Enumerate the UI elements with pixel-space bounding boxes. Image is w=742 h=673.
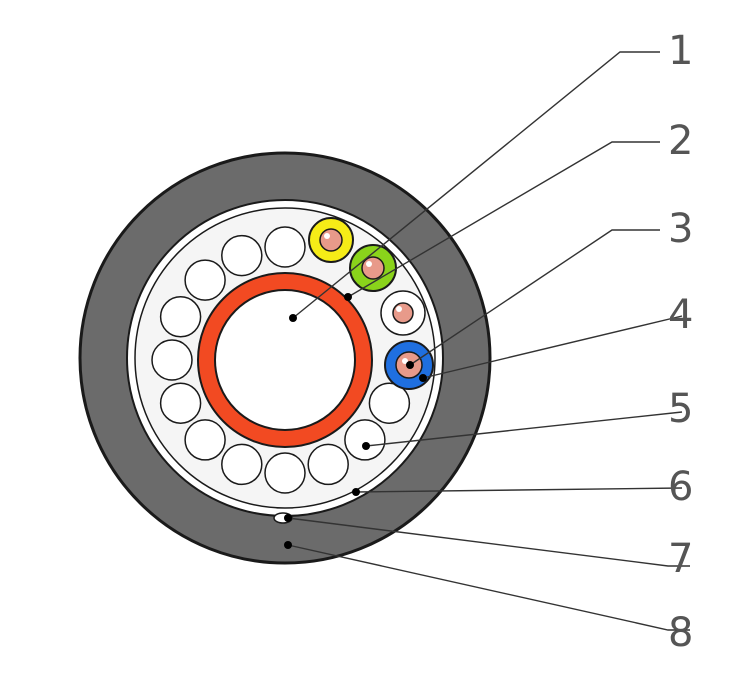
core-green bbox=[349, 244, 397, 292]
leader-line-4 bbox=[422, 315, 683, 379]
leader-dot-8 bbox=[284, 541, 292, 549]
callout-labels: 1 2 3 4 5 6 7 8 bbox=[668, 28, 693, 656]
callout-label-2: 2 bbox=[668, 118, 693, 164]
callout-label-5: 5 bbox=[668, 386, 693, 432]
leader-dot-7 bbox=[284, 514, 292, 522]
leader-line-7 bbox=[287, 517, 690, 567]
callout-label-1: 1 bbox=[668, 28, 693, 74]
leader-line-2 bbox=[347, 141, 660, 298]
core-yellow bbox=[308, 217, 354, 263]
leader-dot-4 bbox=[419, 374, 427, 382]
callout-label-6: 6 bbox=[668, 464, 693, 510]
filler-strand bbox=[344, 419, 386, 461]
tube-bore bbox=[214, 289, 356, 431]
leader-lines bbox=[284, 51, 690, 631]
leader-line-1 bbox=[292, 51, 660, 319]
filler-strand bbox=[151, 339, 193, 381]
leader-line-8 bbox=[287, 544, 690, 631]
leader-dot-2 bbox=[344, 293, 352, 301]
filler-strand bbox=[264, 452, 306, 494]
leader-line-3 bbox=[409, 229, 660, 366]
leader-line-5 bbox=[365, 411, 683, 447]
filler-strand bbox=[184, 419, 226, 461]
callout-label-8: 8 bbox=[668, 610, 693, 656]
leader-dot-1 bbox=[289, 314, 297, 322]
filler-strand bbox=[264, 226, 306, 268]
leader-line-6 bbox=[355, 487, 683, 493]
filler-strand bbox=[221, 234, 263, 277]
leader-dot-6 bbox=[352, 488, 360, 496]
filler-strand bbox=[159, 382, 202, 424]
core-plain bbox=[380, 290, 426, 336]
leader-dot-5 bbox=[362, 442, 370, 450]
leader-dot-3 bbox=[406, 361, 414, 369]
filler-strand bbox=[221, 443, 263, 486]
filler-strand bbox=[368, 382, 411, 424]
filler-strand bbox=[159, 296, 202, 338]
filler-strand bbox=[184, 259, 226, 301]
callout-label-3: 3 bbox=[668, 206, 693, 252]
strand-group bbox=[151, 226, 411, 494]
filler-strand bbox=[307, 443, 349, 486]
callout-label-7: 7 bbox=[668, 536, 693, 582]
callout-label-4: 4 bbox=[668, 292, 693, 338]
